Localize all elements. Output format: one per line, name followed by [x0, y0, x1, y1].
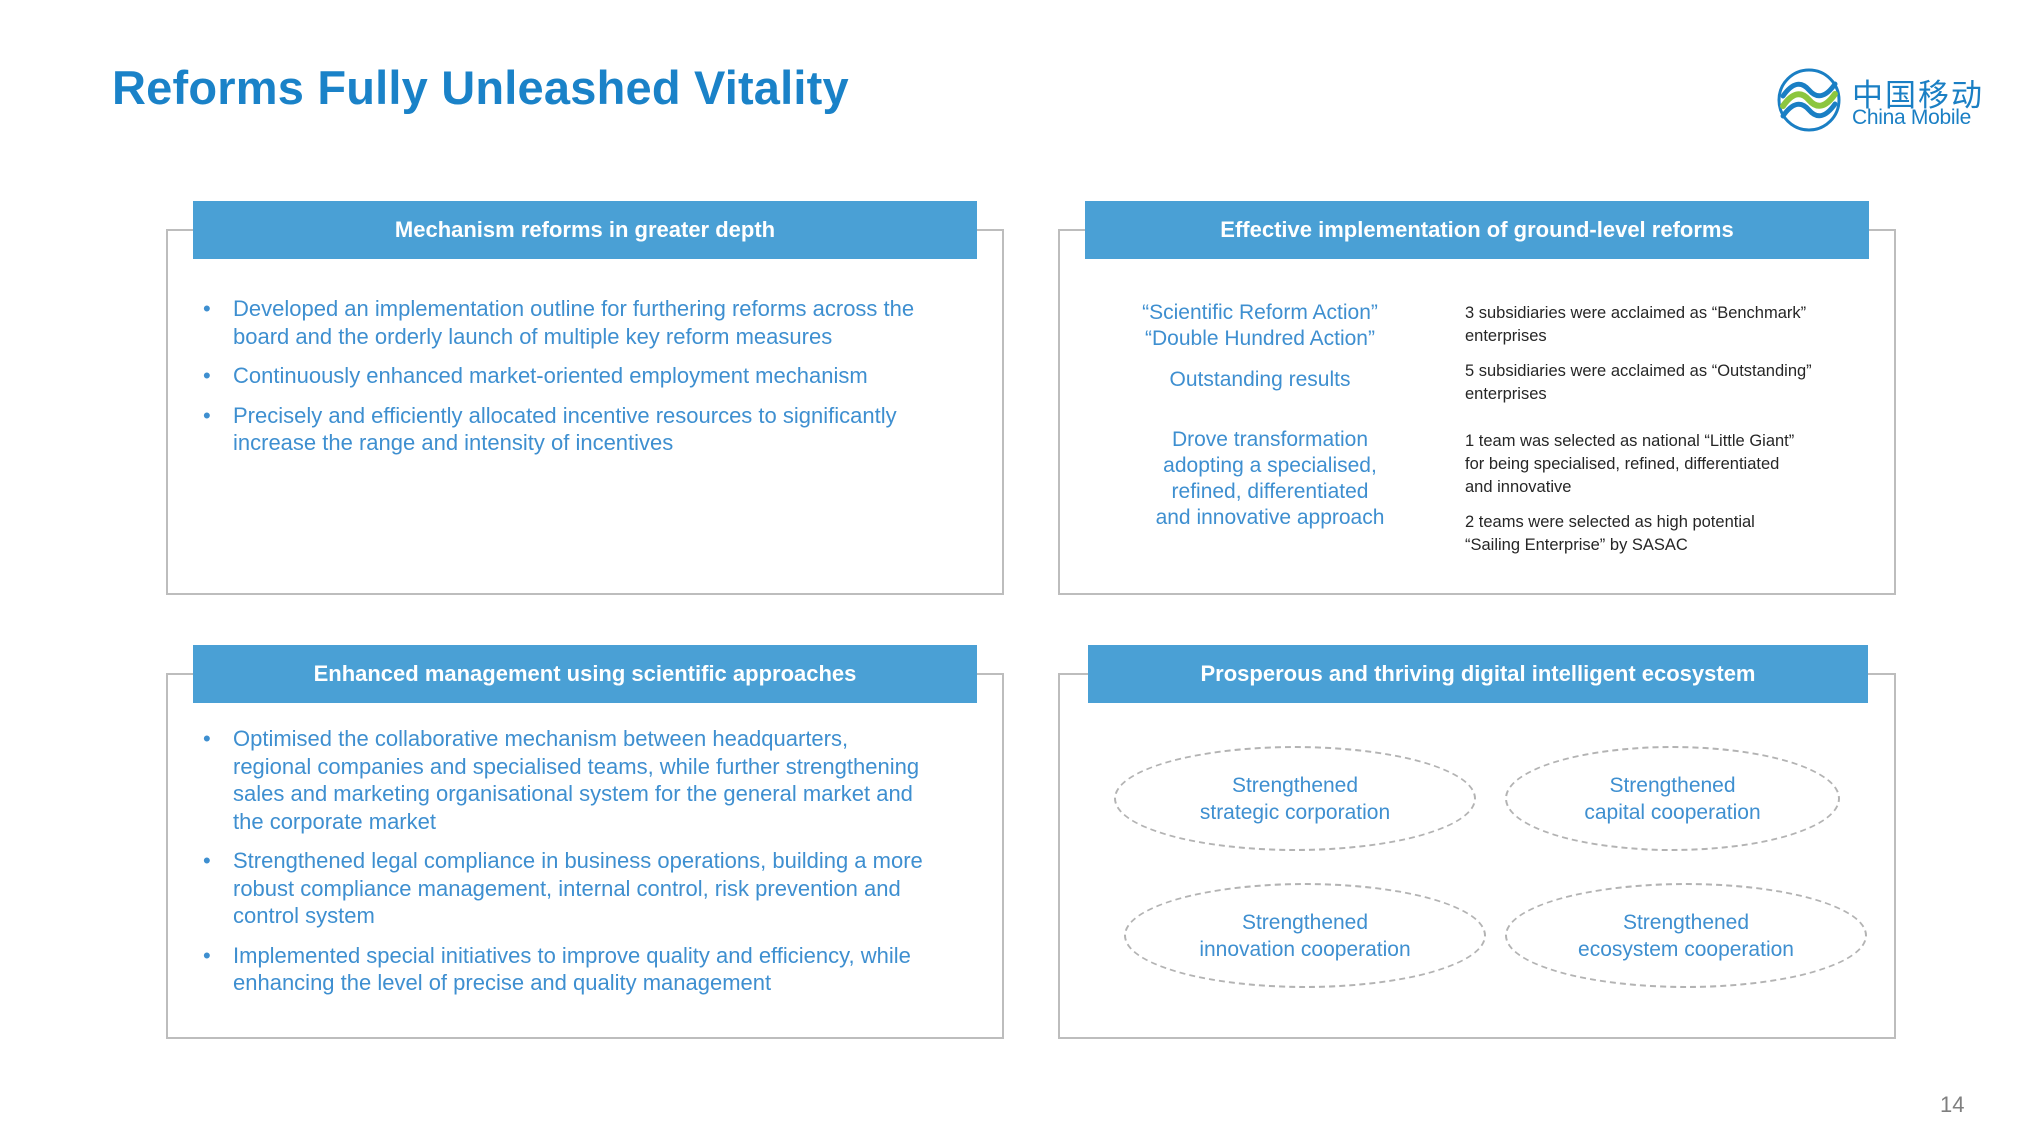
result-item: 3 subsidiaries were acclaimed as “Benchm… — [1465, 304, 1807, 345]
china-mobile-logo: 中国移动 China Mobile — [1775, 66, 1985, 136]
reform-actions-label: “Scientific Reform Action” “Double Hundr… — [1142, 301, 1378, 350]
page-number: 14 — [1940, 1092, 1965, 1117]
panel-mechanism-reforms-header: Mechanism reforms in greater depth — [193, 201, 977, 259]
bullet-item: Continuously enhanced market-oriented em… — [203, 362, 943, 390]
outstanding-results-label: Outstanding results — [1169, 368, 1351, 391]
panel-enhanced-management-header: Enhanced management using scientific app… — [193, 645, 977, 703]
page-title: Reforms Fully Unleashed Vitality — [112, 61, 849, 114]
bullet-item: Strengthened legal compliance in busines… — [203, 847, 923, 930]
panel-digital-ecosystem-header: Prosperous and thriving digital intellig… — [1088, 645, 1868, 703]
bullet-item: Developed an implementation outline for … — [203, 295, 943, 350]
panel-mechanism-reforms-bullets: Developed an implementation outline for … — [203, 295, 943, 469]
logo-chinese-text: 中国移动 — [1852, 78, 1984, 114]
panel-ground-level-reforms — [1058, 229, 1896, 595]
panel-enhanced-management-bullets: Optimised the collaborative mechanism be… — [203, 725, 923, 1009]
result-item: 1 team was selected as national “Little … — [1465, 432, 1795, 496]
bullet-item: Precisely and efficiently allocated ince… — [203, 402, 943, 457]
result-item: 2 teams were selected as high potential … — [1465, 513, 1755, 554]
bullet-item: Implemented special initiatives to impro… — [203, 942, 923, 997]
panel-ground-level-reforms-header: Effective implementation of ground-level… — [1085, 201, 1869, 259]
logo-english-text: China Mobile — [1852, 106, 1971, 129]
transformation-label: Drove transformation adopting a speciali… — [1155, 428, 1385, 529]
china-mobile-logo-icon — [1777, 68, 1841, 132]
bullet-item: Optimised the collaborative mechanism be… — [203, 725, 923, 835]
panel-digital-ecosystem — [1058, 673, 1896, 1039]
result-item: 5 subsidiaries were acclaimed as “Outsta… — [1465, 362, 1812, 403]
